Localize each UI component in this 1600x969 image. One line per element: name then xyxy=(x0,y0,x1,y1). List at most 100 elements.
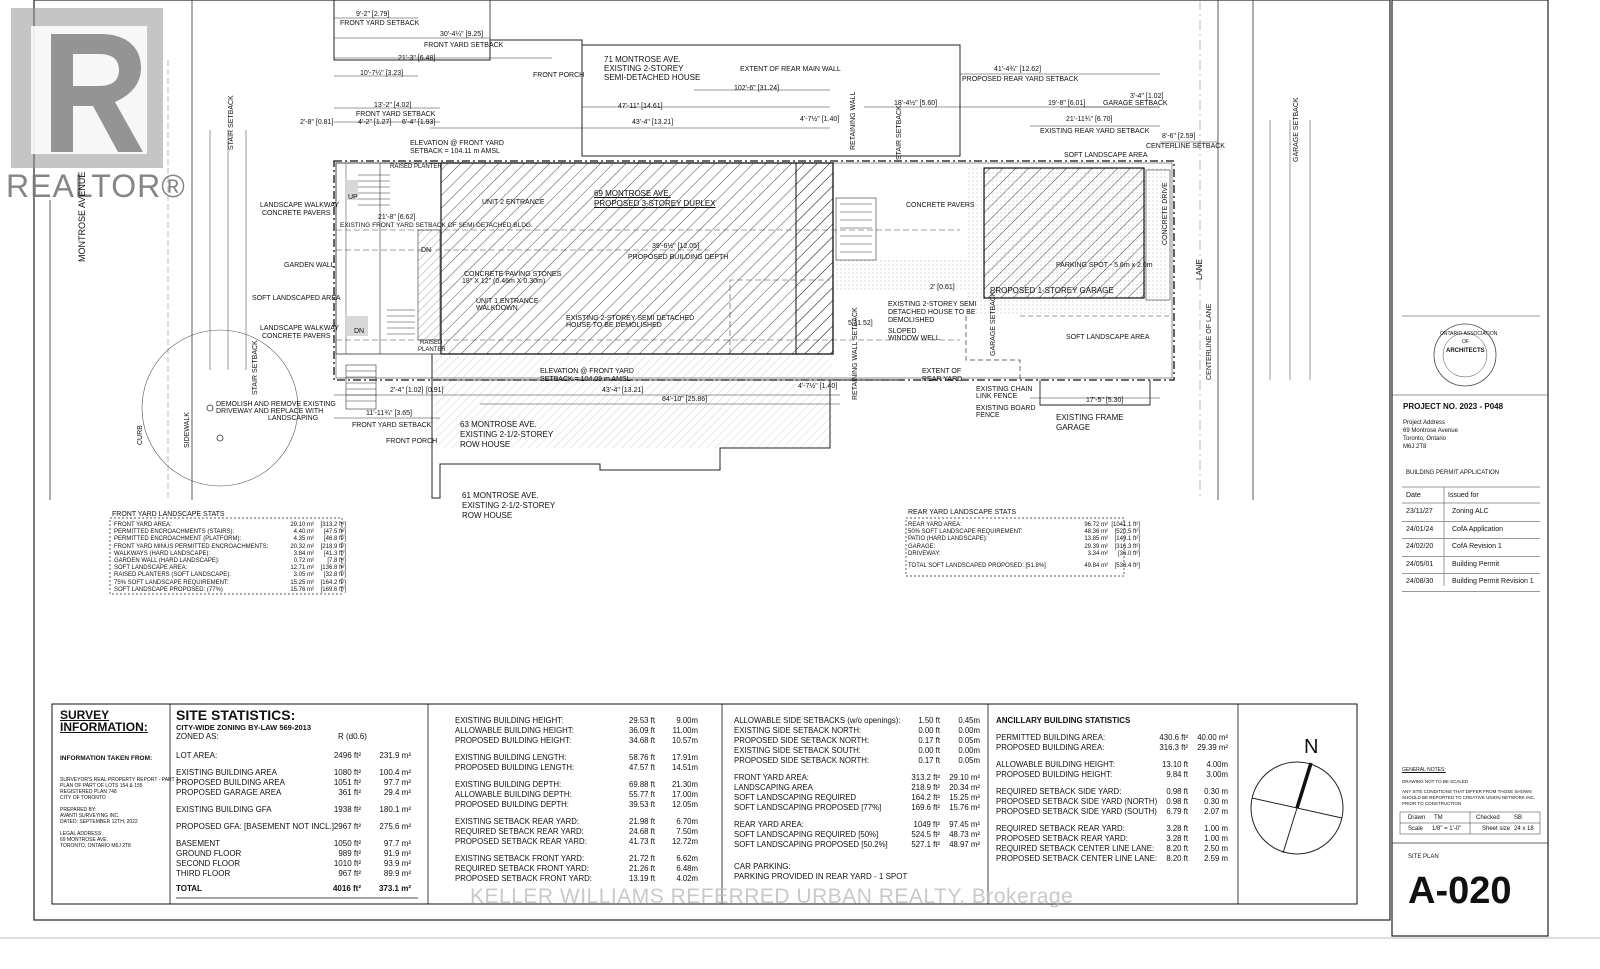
existing-garage-label: EXISTING FRAME xyxy=(1056,413,1124,422)
rear-landscape-total-label: TOTAL SOFT LANDSCAPED PROPOSED: [51.8%] xyxy=(908,562,1046,569)
general-notes-title: GENERAL NOTES: xyxy=(1402,767,1446,773)
site-stats-value-metric: 89.9 m² xyxy=(383,869,411,878)
dim-5: 13'-2" [4.02] xyxy=(374,102,412,109)
ancillary-stats-value-imperial: 316.3 ft² xyxy=(1159,743,1188,752)
ancillary-stats-value-metric: 29.39 m² xyxy=(1197,743,1228,752)
dim-2: 30'-4¼" [9.25] xyxy=(440,31,484,38)
label-concrete-paving-stones: CONCRETE PAVING STONES xyxy=(464,271,562,278)
height-stats-label: ALLOWABLE BUILDING HEIGHT: xyxy=(455,726,574,735)
ancillary-stats-label: REQUIRED SETBACK CENTER LINE LANE: xyxy=(996,844,1155,853)
site-stats-label: SECOND FLOOR xyxy=(176,859,241,868)
height-stats-label: REQUIRED SETBACK REAR YARD: xyxy=(455,827,584,836)
label-concrete-pavers: CONCRETE PAVERS xyxy=(906,202,975,209)
issues-header-for: Issued for xyxy=(1448,492,1479,499)
label-extent-rear-main-wall: EXTENT OF REAR MAIN WALL xyxy=(740,66,841,73)
label-existing-board: EXISTING BOARD xyxy=(976,405,1036,412)
side-stats-value-imperial: 0.00 ft xyxy=(918,726,940,735)
label-sloped: SLOPED xyxy=(888,328,917,335)
general-notes-4: PRIOR TO CONSTRUCTION xyxy=(1402,801,1462,806)
site-stats-value-metric: 29.4 m² xyxy=(383,788,411,797)
sidewalk-label: SIDEWALK xyxy=(184,412,191,448)
ancillary-stats-value-metric: 3.00m xyxy=(1206,770,1228,779)
side-stats-value-metric: 0.05m xyxy=(958,756,980,765)
height-stats-label: EXISTING BUILDING HEIGHT: xyxy=(455,716,564,725)
ancillary-stats-label: REQUIRED SETBACK SIDE YARD: xyxy=(996,787,1122,796)
survey-line-4: CITY OF TORONTO xyxy=(60,795,106,801)
side-stats-label: LANDSCAPING AREA xyxy=(734,783,813,792)
site-stats-value-imperial: 2967 ft² xyxy=(333,822,361,831)
front-landscape-imperial: [218.9 ft²] xyxy=(320,543,346,550)
label-landscape-walkway: LANDSCAPE WALKWAY xyxy=(260,202,340,209)
brokerage-watermark: KELLER WILLIAMS REFERRED URBAN REALTY, B… xyxy=(470,885,1074,908)
site-stats-label: EXISTING BUILDING AREA xyxy=(176,768,277,777)
survey-prep-1: PREPARED BY: xyxy=(60,807,97,813)
front-landscape-label: WALKWAYS (HARD LANDSCAPE): xyxy=(114,550,211,557)
side-stats-value-metric: 15.25 m² xyxy=(949,793,980,802)
label-stair-setback-3: STAIR SETBACK xyxy=(896,105,903,160)
subject-address: 69 MONTROSE AVE. xyxy=(594,189,671,198)
general-notes-1: DRAWING NOT TO BE SCALED xyxy=(1402,779,1469,784)
label-garage-setback-v2: GARAGE SETBACK xyxy=(990,291,997,356)
front-landscape-title: FRONT YARD LANDSCAPE STATS xyxy=(112,511,225,518)
dim-19: 21'-8" [6.62] xyxy=(378,214,416,221)
height-stats-value-metric: 6.70m xyxy=(676,817,698,826)
side-stats-value-imperial: 218.9 ft² xyxy=(911,783,940,792)
front-landscape-label: GARDEN WALL (HARD LANDSCAPE): xyxy=(114,557,220,564)
ancillary-stats-label: ALLOWABLE BUILDING HEIGHT: xyxy=(996,760,1115,769)
rear-landscape-label: PATIO (HARD LANDSCAPE): xyxy=(908,536,988,543)
site-stats-value-imperial: 967 ft² xyxy=(338,869,361,878)
dim-27: 5' [1.52] xyxy=(848,320,873,327)
dim-24: [0.91] xyxy=(426,387,444,394)
label-raised-planter-2: RAISED xyxy=(420,340,443,346)
rear-landscape-total-row: TOTAL SOFT LANDSCAPED PROPOSED: [51.8%]4… xyxy=(908,563,1140,570)
drawn-label: Drawn xyxy=(1408,815,1426,821)
north-neighbour-type2: SEMI-DETACHED HOUSE xyxy=(604,73,701,82)
drawn-value: TM xyxy=(1434,815,1443,821)
issue-date: 24/08/30 xyxy=(1406,578,1434,585)
survey-line-3: REGISTERED PLAN 748 xyxy=(60,789,117,795)
height-stats-value-metric: 12.72m xyxy=(671,837,698,846)
height-stats-label: EXISTING SETBACK FRONT YARD: xyxy=(455,854,585,863)
dim-9: 47'-11" [14.61] xyxy=(618,103,663,110)
label-proposed-rear-yard-setback: PROPOSED REAR YARD SETBACK xyxy=(962,76,1079,83)
south2-neighbour-address: 61 MONTROSE AVE. xyxy=(462,491,539,500)
ancillary-stats-row: PROPOSED SETBACK CENTER LINE LANE:8.20 f… xyxy=(996,854,1228,864)
label-front-yard-setback-1: FRONT YARD SETBACK xyxy=(340,20,420,27)
rear-landscape-imperial: [1041.1 ft²] xyxy=(1111,522,1140,528)
front-landscape-label: 75% SOFT LANDSCAPE REQUIREMENT: xyxy=(114,579,229,586)
sheet-size-value: 24 x 18 xyxy=(1514,826,1534,832)
side-stats-value-metric: 0.05m xyxy=(958,736,980,745)
street-label: MONTROSE AVENUE xyxy=(77,171,87,262)
rear-landscape-metric: 96.72 m² xyxy=(1084,522,1108,528)
site-stats-label: THIRD FLOOR xyxy=(176,869,231,878)
side-stats-label: PROPOSED SIDE SETBACK NORTH: xyxy=(734,736,870,745)
front-landscape-metric: 4.35 m² xyxy=(293,536,314,543)
side-stats-value-metric: 97.45 m² xyxy=(949,820,980,829)
label-demolish-driveway-3: LANDSCAPING xyxy=(268,415,319,422)
side-stats-label: PROPOSED SIDE SETBACK NORTH: xyxy=(734,756,870,765)
height-stats-value-metric: 6.62m xyxy=(676,854,698,863)
label-concrete-paving-dims: 18" X 12" (0.46m X 0.30m) xyxy=(462,278,546,285)
realtor-logo xyxy=(3,2,166,171)
side-stats-value-metric: 48.97 m² xyxy=(949,840,980,849)
label-front-porch: FRONT PORCH xyxy=(533,72,585,79)
height-stats-value-metric: 4.02m xyxy=(676,874,698,883)
site-stats-value-imperial: 989 ft² xyxy=(338,849,361,858)
ancillary-stats-label: PERMITTED BUILDING AREA: xyxy=(996,733,1106,742)
label-stair-setback: STAIR SETBACK xyxy=(228,95,235,150)
